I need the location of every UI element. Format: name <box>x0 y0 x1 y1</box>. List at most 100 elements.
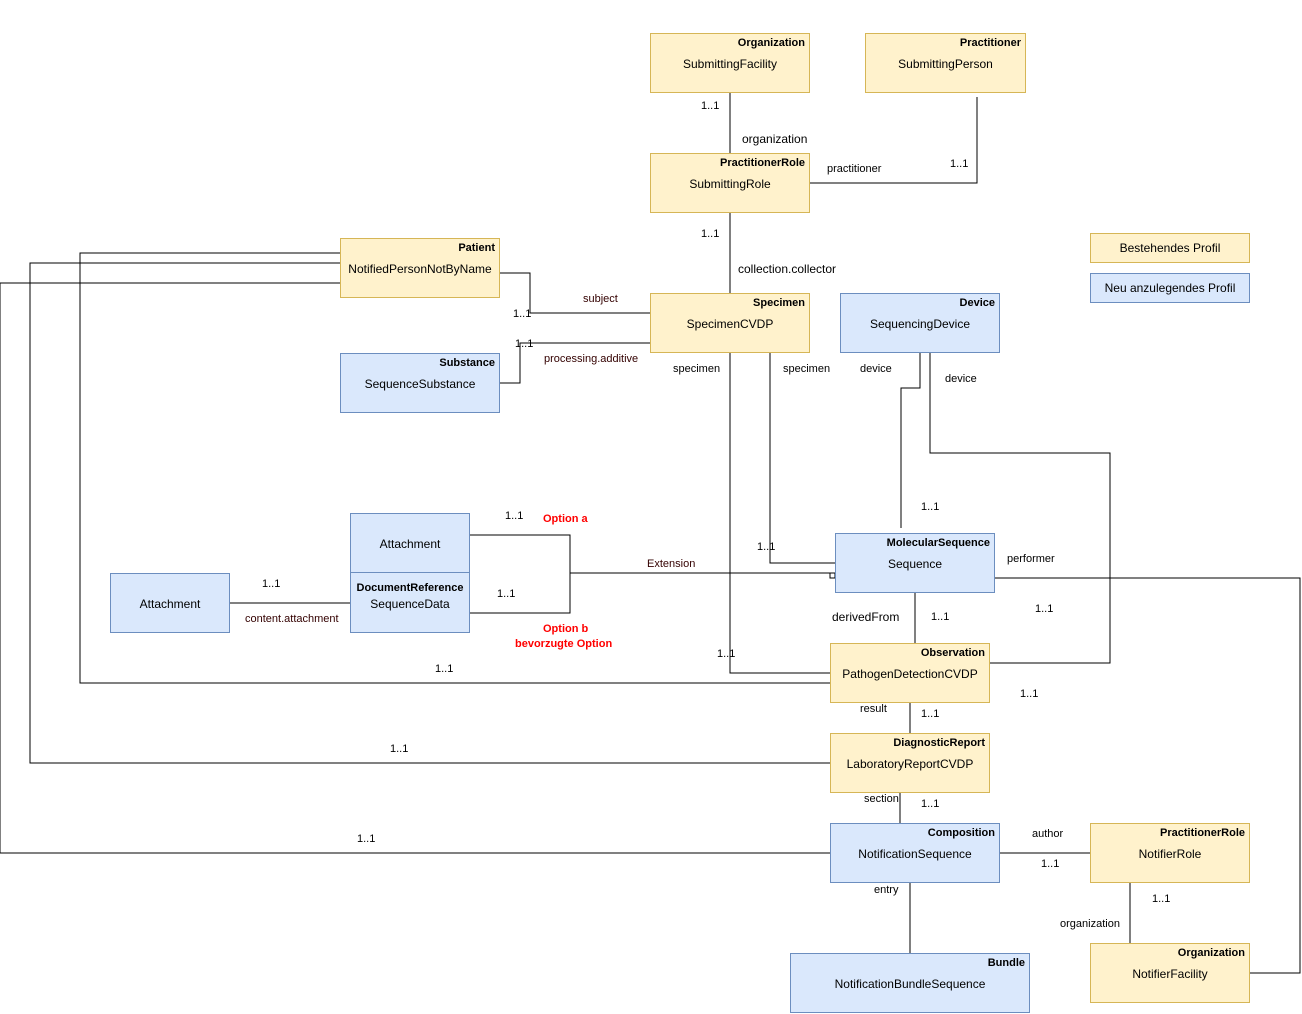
node-name: NotifierRole <box>1138 847 1202 861</box>
label-cardinality: 1..1 <box>435 663 454 675</box>
label-cardinality: 1..1 <box>701 228 720 240</box>
node-name: SequenceSubstance <box>364 377 476 391</box>
line-specimen-observation <box>729 353 830 674</box>
label-cardinality: 1..1 <box>1020 688 1039 700</box>
label-processing-additive: processing.additive <box>544 353 639 365</box>
node-name: SubmittingPerson <box>898 57 993 71</box>
legend-existing-profile: Bestehendes Profil <box>1090 233 1250 263</box>
node-name: NotificationBundleSequence <box>834 977 986 991</box>
node-notifier-role[interactable]: PractitionerRole NotifierRole <box>1090 823 1250 883</box>
node-type: MolecularSequence <box>886 537 990 549</box>
node-name: NotificationSequence <box>858 847 972 861</box>
node-name: NotifiedPersonNotByName <box>348 262 492 276</box>
line-patient-observation <box>79 252 830 684</box>
node-type: Composition <box>927 827 995 839</box>
node-bundle[interactable]: Bundle NotificationBundleSequence <box>790 953 1030 1013</box>
node-name: LaboratoryReportCVDP <box>846 757 974 771</box>
node-type: Observation <box>920 647 985 659</box>
node-attachment-left[interactable]: Attachment <box>110 573 230 633</box>
node-submitting-role[interactable]: PractitionerRole SubmittingRole <box>650 153 810 213</box>
label-collection-collector: collection.collector <box>738 262 837 276</box>
node-name: SubmittingFacility <box>682 57 778 71</box>
label-device: device <box>860 363 892 375</box>
label-organization: organization <box>742 132 808 146</box>
label-cardinality: 1..1 <box>1041 858 1060 870</box>
label-cardinality: 1..1 <box>931 611 950 623</box>
node-attachment-top[interactable]: Attachment <box>350 513 470 573</box>
node-type: PractitionerRole <box>720 157 805 169</box>
node-name: Sequence <box>887 557 943 571</box>
line-specimen-sequence <box>769 353 835 564</box>
label-preferred-option: bevorzugte Option <box>515 638 613 650</box>
node-name: Attachment <box>139 597 201 611</box>
node-sequencing-device[interactable]: Device SequencingDevice <box>840 293 1000 353</box>
label-cardinality: 1..1 <box>505 510 524 522</box>
node-name: SpecimenCVDP <box>686 317 774 331</box>
label-extension: Extension <box>647 558 696 570</box>
line-substance-specimen <box>500 342 650 384</box>
label-content-attachment: content.attachment <box>245 613 339 625</box>
node-type: Patient <box>458 242 495 254</box>
node-molecular-sequence[interactable]: MolecularSequence Sequence <box>835 533 995 593</box>
node-type: Substance <box>439 357 495 369</box>
label-cardinality: 1..1 <box>262 578 281 590</box>
label-cardinality: 1..1 <box>701 100 720 112</box>
node-name: SequencingDevice <box>869 317 971 331</box>
node-specimen[interactable]: Specimen SpecimenCVDP <box>650 293 810 353</box>
label-option-a: Option a <box>543 513 588 525</box>
line-patient-report <box>29 262 830 764</box>
line-device-sequence <box>900 353 921 528</box>
line-patient-specimen <box>500 272 650 314</box>
node-diagnostic-report[interactable]: DiagnosticReport LaboratoryReportCVDP <box>830 733 990 793</box>
label-performer: performer <box>1007 553 1055 565</box>
node-type: PractitionerRole <box>1160 827 1245 839</box>
node-composition[interactable]: Composition NotificationSequence <box>830 823 1000 883</box>
label-section: section <box>864 793 899 805</box>
label-cardinality: 1..1 <box>513 308 532 320</box>
node-name: PathogenDetectionCVDP <box>842 667 978 681</box>
label-entry: entry <box>874 884 899 896</box>
label-device: device <box>945 373 977 385</box>
label-cardinality: 1..1 <box>921 708 940 720</box>
label-derived-from: derivedFrom <box>832 610 900 624</box>
node-type: Device <box>959 297 995 309</box>
node-type: Bundle <box>987 957 1025 969</box>
label-cardinality: 1..1 <box>757 541 776 553</box>
label-cardinality: 1..1 <box>357 833 376 845</box>
legend-label: Bestehendes Profil <box>1119 241 1221 255</box>
node-name: SequenceData <box>370 597 450 611</box>
node-name: NotifierFacility <box>1132 967 1208 981</box>
node-type: DiagnosticReport <box>893 737 985 749</box>
label-cardinality: 1..1 <box>921 501 940 513</box>
line-device-observation <box>929 353 1111 664</box>
label-cardinality: 1..1 <box>497 588 516 600</box>
line-patient-composition <box>0 282 830 854</box>
label-result: result <box>860 703 887 715</box>
label-cardinality: 1..1 <box>717 648 736 660</box>
node-patient[interactable]: Patient NotifiedPersonNotByName <box>340 238 500 298</box>
label-cardinality: 1..1 <box>390 743 409 755</box>
label-cardinality: 1..1 <box>950 158 969 170</box>
label-cardinality: 1..1 <box>1152 893 1171 905</box>
label-cardinality: 1..1 <box>1035 603 1054 615</box>
node-submitting-facility[interactable]: Organization SubmittingFacility <box>650 33 810 93</box>
legend-new-profile: Neu anzulegendes Profil <box>1090 273 1250 303</box>
line-attachment-bracket <box>470 534 571 614</box>
node-type: DocumentReference <box>356 582 464 594</box>
node-sequence-substance[interactable]: Substance SequenceSubstance <box>340 353 500 413</box>
label-subject: subject <box>583 293 618 305</box>
node-submitting-person[interactable]: Practitioner SubmittingPerson <box>865 33 1026 93</box>
node-type: Practitioner <box>959 37 1021 49</box>
line-person-role <box>810 97 978 184</box>
node-notifier-facility[interactable]: Organization NotifierFacility <box>1090 943 1250 1003</box>
label-organization: organization <box>1060 918 1120 930</box>
label-option-b: Option b <box>543 623 589 635</box>
node-document-reference[interactable]: DocumentReference SequenceData <box>350 572 470 633</box>
node-type: Organization <box>1177 947 1245 959</box>
node-name: SubmittingRole <box>689 177 771 191</box>
node-observation[interactable]: Observation PathogenDetectionCVDP <box>830 643 990 703</box>
node-type: Organization <box>737 37 805 49</box>
node-name: Attachment <box>379 537 441 551</box>
label-specimen: specimen <box>673 363 721 375</box>
legend-label: Neu anzulegendes Profil <box>1104 281 1236 295</box>
